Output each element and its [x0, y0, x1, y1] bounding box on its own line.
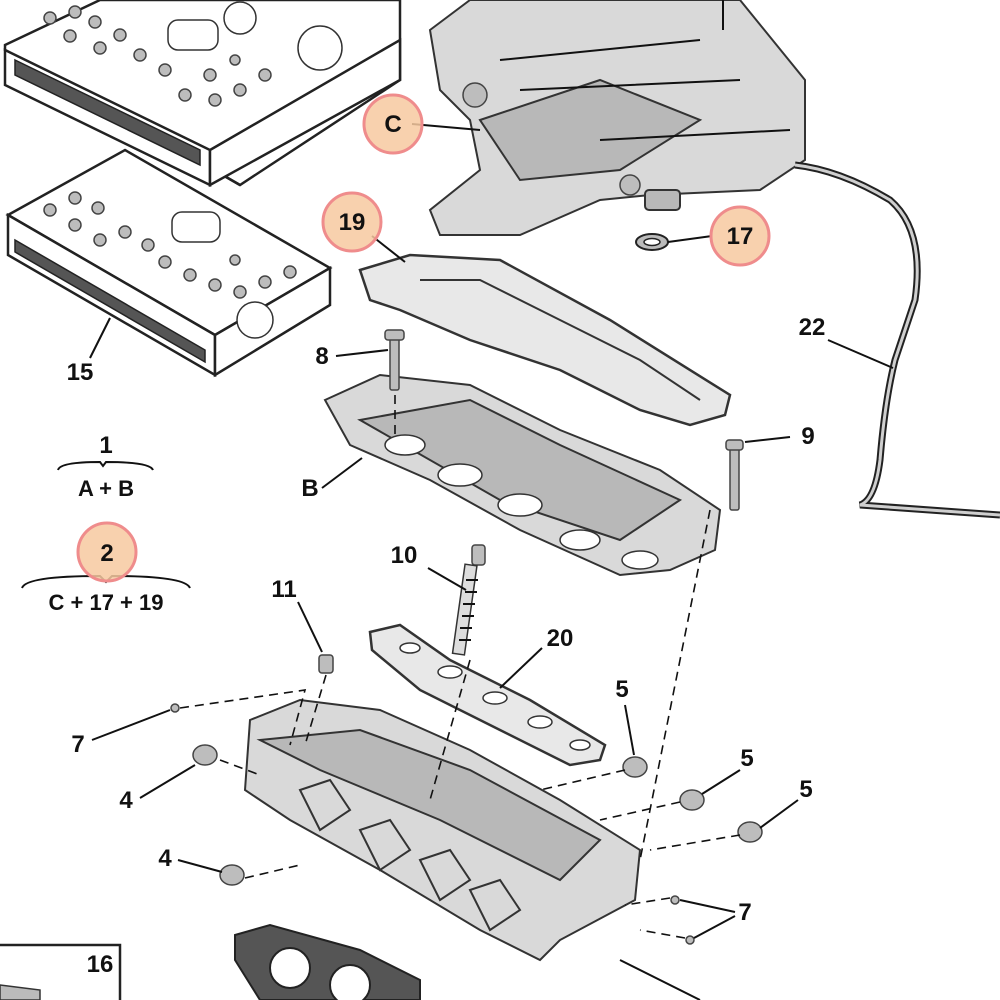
gasket-20 — [368, 623, 607, 767]
callout-8: 8 — [315, 343, 328, 370]
callout-b: B — [301, 475, 318, 502]
callout-20: 20 — [547, 625, 574, 652]
callout-7-a: 7 — [71, 731, 84, 758]
seal-bolts-top — [43, 1, 343, 107]
callout-4-b: 4 — [158, 845, 172, 872]
callout-22: 22 — [799, 314, 826, 341]
gasket-kit-box-top — [3, 0, 402, 188]
plug-5-a — [622, 756, 648, 778]
gasket-strip-top — [14, 58, 201, 167]
callout-10: 10 — [391, 542, 418, 569]
pin-7-b — [670, 895, 695, 945]
callout-15: 15 — [67, 359, 94, 386]
highlight-c — [362, 93, 424, 155]
callout-16: 16 — [87, 951, 114, 978]
plug-4-a — [192, 744, 218, 766]
leader-lines — [89, 0, 894, 1000]
cylinder-head — [243, 698, 642, 962]
callout-5-b: 5 — [740, 745, 753, 772]
plug-5-b — [679, 789, 705, 811]
plug-4-b — [219, 864, 245, 886]
hose-22 — [794, 161, 1000, 519]
pin-7-a — [170, 703, 180, 713]
bolt-8 — [384, 329, 405, 391]
seal-bolts-15 — [43, 191, 297, 339]
callout-11: 11 — [271, 576, 296, 603]
callout-c: C — [384, 111, 401, 138]
kit2-number: 2 — [100, 540, 113, 567]
callout-17: 17 — [727, 223, 754, 250]
kit1-formula: A + B — [78, 476, 134, 501]
plug-5-c — [737, 821, 763, 843]
bolt-10 — [451, 544, 486, 656]
cam-carrier-b — [323, 373, 722, 577]
callout-5-c: 5 — [799, 776, 812, 803]
callout-5-a: 5 — [615, 676, 628, 703]
bolt-9 — [725, 439, 744, 511]
kit1-number: 1 — [99, 432, 112, 459]
kit2-formula: C + 17 + 19 — [49, 590, 164, 615]
o-ring-17 — [635, 233, 669, 251]
highlight-19 — [321, 191, 383, 253]
callout-7-b: 7 — [738, 899, 751, 926]
kit1-brace — [57, 460, 154, 471]
intake-manifold — [428, 0, 806, 236]
manifold-gasket-19 — [358, 253, 732, 427]
sleeve-11 — [318, 654, 334, 674]
box-16 — [0, 943, 122, 1000]
highlight-17 — [709, 205, 771, 267]
gasket-kit-box-15 — [5, 148, 333, 378]
callout-4-a: 4 — [119, 787, 133, 814]
assembly-dashes — [179, 395, 741, 939]
highlight-2 — [76, 521, 138, 583]
callout-9: 9 — [801, 423, 814, 450]
callout-19: 19 — [339, 209, 366, 236]
head-gasket — [234, 923, 421, 1000]
